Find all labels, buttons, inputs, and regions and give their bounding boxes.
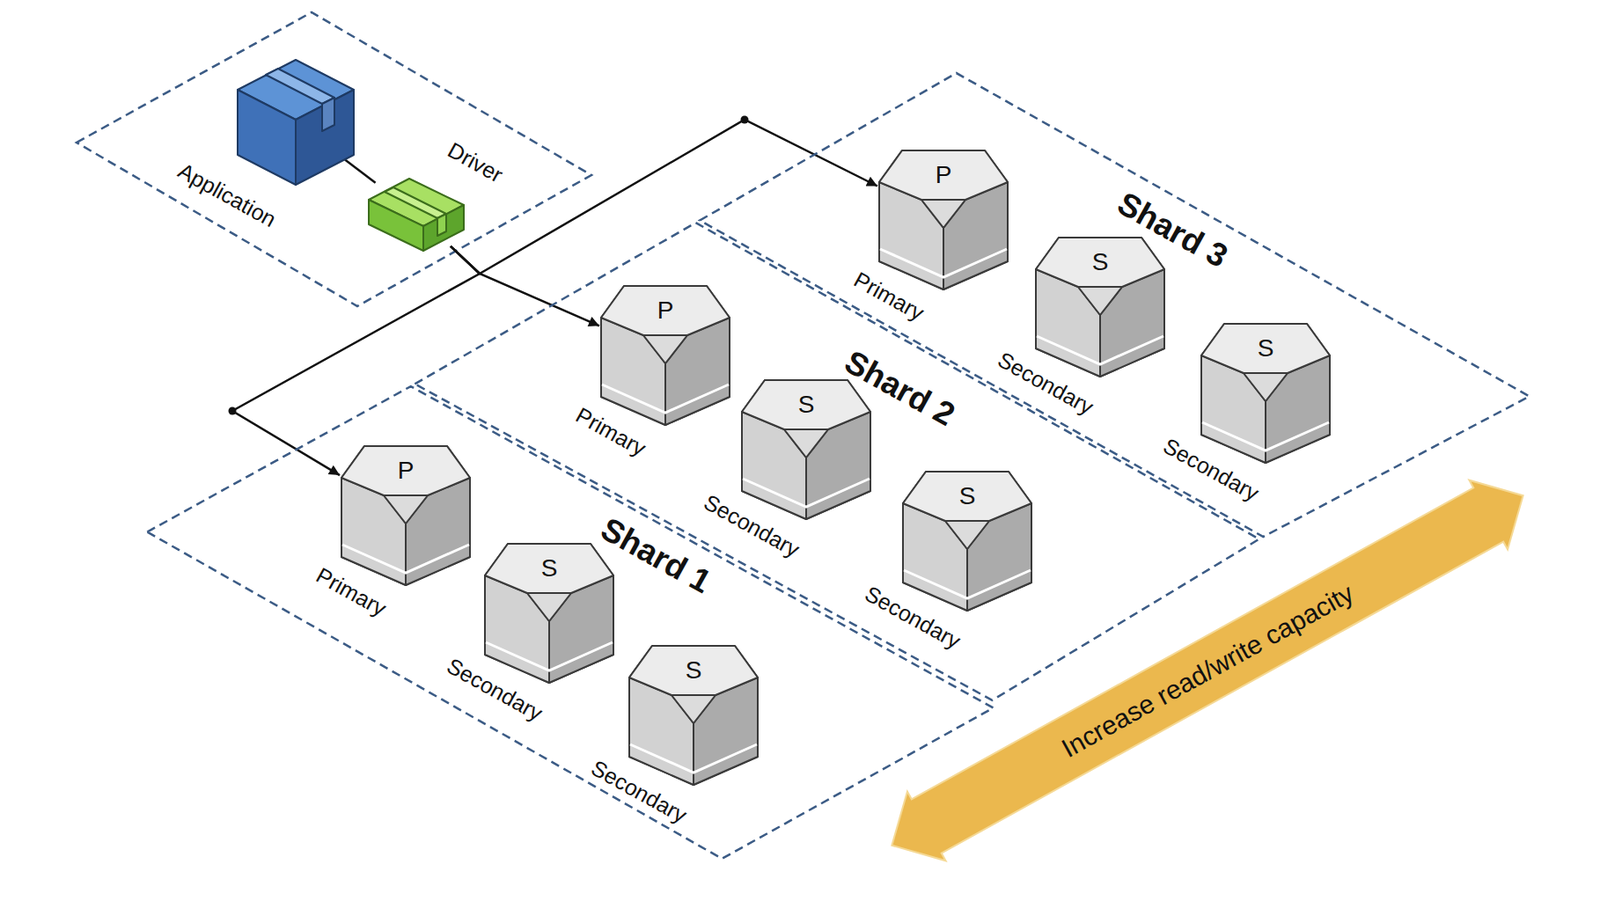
arrow-label: Increase read/write capacity [1056, 578, 1359, 764]
shape-face [384, 187, 447, 219]
shape-face [341, 446, 470, 496]
shape-face [741, 380, 871, 430]
shard-border [414, 222, 1259, 701]
shape-face [601, 286, 730, 336]
shape-band [630, 744, 757, 773]
shape-face [902, 471, 1032, 522]
connector-line [232, 246, 480, 476]
shape-face [295, 89, 354, 185]
connector-line [450, 119, 878, 274]
client-region [76, 12, 592, 307]
server-role-letter: P [935, 161, 953, 189]
server-node: PPrimary [599, 282, 732, 428]
server-node: SSecondary [627, 642, 760, 788]
shape-face [643, 335, 688, 364]
double-arrow-shape [873, 461, 1543, 881]
shape-face [921, 199, 966, 228]
shape-face [1035, 237, 1165, 377]
shape-face [671, 695, 716, 724]
driver-box: Driver [365, 173, 468, 255]
server-node: SSecondary [1034, 234, 1167, 380]
shape-face [1035, 237, 1165, 287]
shard-region: Shard 1PPrimarySSecondarySSecondary [140, 382, 1000, 863]
cube-outline [234, 56, 358, 189]
shape-face [741, 380, 871, 520]
application-cube: Application [234, 56, 358, 189]
shape-band [342, 544, 470, 573]
shape-face [784, 429, 829, 458]
server-node: PPrimary [339, 442, 472, 588]
node-label: Driver [443, 138, 507, 188]
server-role-letter: S [798, 390, 815, 419]
shape-face [484, 543, 614, 594]
shape-face [1078, 286, 1123, 316]
server-node: SSecondary [1199, 320, 1332, 466]
shape-face [484, 543, 614, 683]
server-node: SSecondary [901, 468, 1034, 614]
shape-face [341, 446, 470, 586]
server-role-letter: S [959, 482, 977, 510]
shape-band [601, 384, 729, 413]
driver-outline [365, 173, 468, 255]
connector-line [344, 160, 376, 184]
shape-face [879, 150, 1008, 200]
server-role-letter: S [1092, 248, 1109, 276]
connector-line [450, 246, 600, 326]
server-node: SSecondary [483, 540, 616, 686]
server-role-letter: P [657, 296, 675, 324]
shape-face [1201, 323, 1330, 374]
node-label: Application [174, 158, 280, 232]
shape-face [1201, 323, 1330, 463]
shape-face [265, 68, 335, 104]
shape-band [485, 642, 613, 671]
server-role-letter: S [685, 656, 703, 684]
shape-face [1243, 373, 1288, 402]
shape-face [601, 286, 730, 426]
server-role-letter: P [397, 456, 415, 485]
server-role-letter: S [541, 554, 558, 582]
shape-face [237, 89, 296, 185]
shape-face [629, 645, 758, 786]
server-node: SSecondary [740, 376, 873, 522]
shape-face [902, 471, 1032, 611]
shape-band [903, 570, 1031, 599]
shape-face [945, 521, 990, 550]
shape-face [322, 97, 335, 132]
shape-face [383, 495, 428, 524]
shard-border [699, 73, 1530, 537]
shape-face [437, 213, 447, 236]
shard-border [146, 386, 993, 859]
shape-face [879, 150, 1008, 290]
shape-band [880, 249, 1007, 278]
shape-band [742, 478, 870, 507]
shape-band [1036, 336, 1164, 365]
server-node: PPrimary [877, 146, 1010, 293]
shape-band [1202, 422, 1329, 451]
shape-face [629, 645, 758, 696]
server-role-letter: S [1257, 334, 1275, 362]
shape-face [527, 593, 572, 622]
